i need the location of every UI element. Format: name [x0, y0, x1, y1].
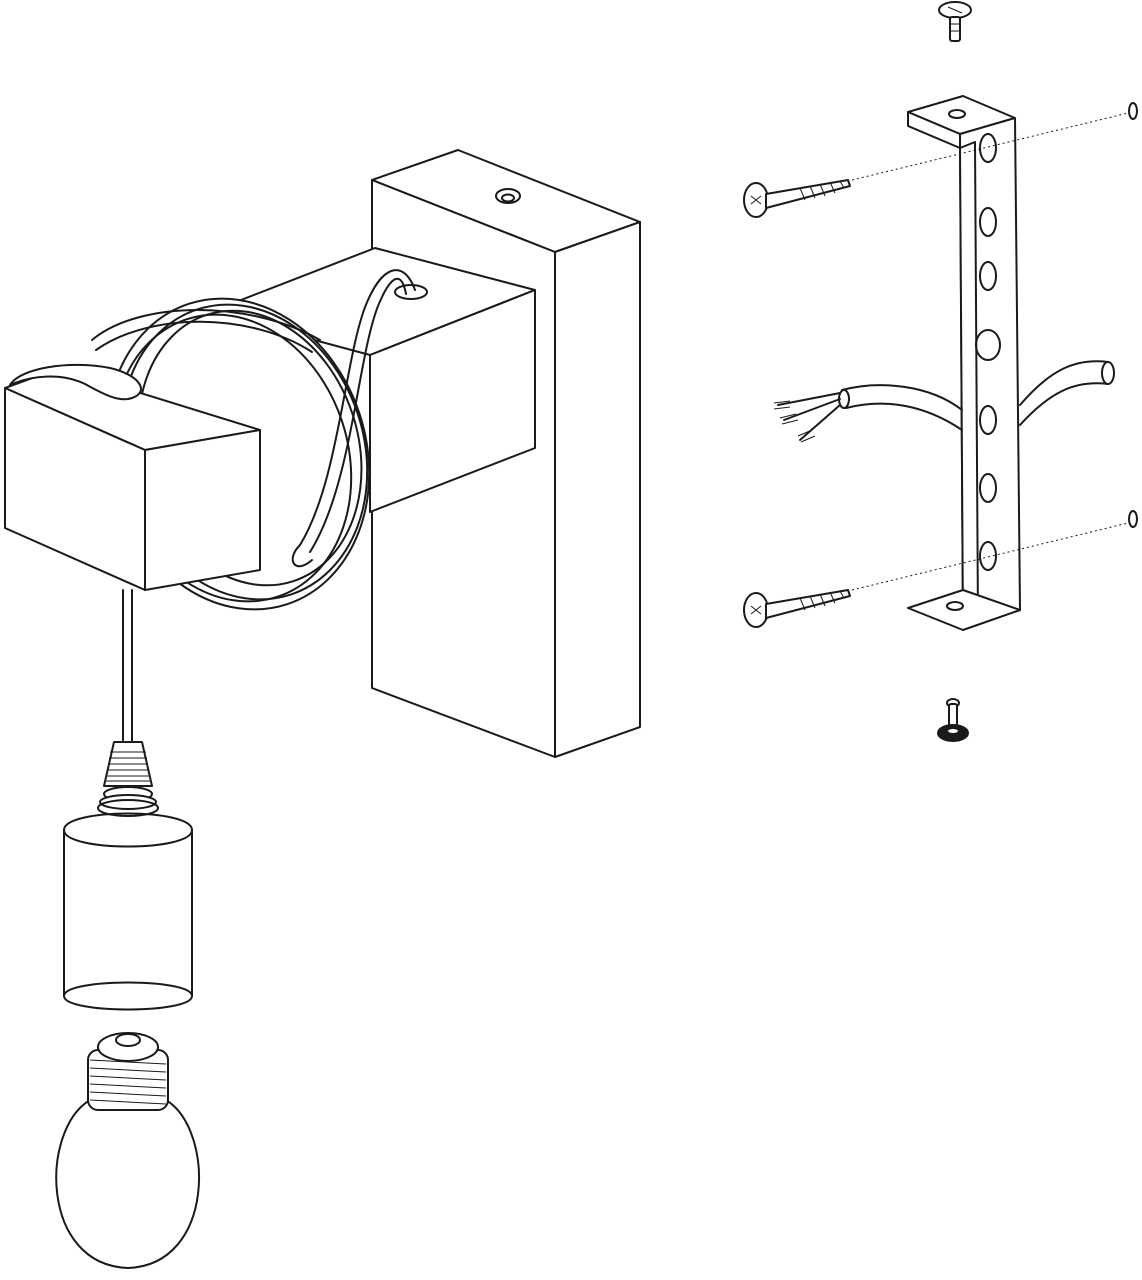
upper-wall-plug [1128, 102, 1138, 120]
upper-wall-screw [743, 102, 1138, 218]
backplate-screw-hole [495, 188, 521, 204]
upper-screw-guide-line [851, 112, 1129, 181]
mounting-bracket [907, 95, 1021, 631]
arm-front-block [4, 363, 261, 591]
lamp-socket [63, 799, 193, 1011]
cable-wires [773, 392, 841, 443]
top-bracket-screw [938, 1, 972, 42]
light-bulb [55, 1032, 200, 1269]
lower-wall-plug [1128, 510, 1138, 528]
pendant-cord [122, 589, 133, 743]
lower-screw-guide-line [851, 522, 1129, 591]
ground-screw [937, 698, 969, 742]
cable-loop [291, 269, 416, 568]
lower-wall-screw [743, 510, 1138, 628]
mains-cable [773, 360, 1115, 443]
cord-grip [99, 741, 157, 810]
